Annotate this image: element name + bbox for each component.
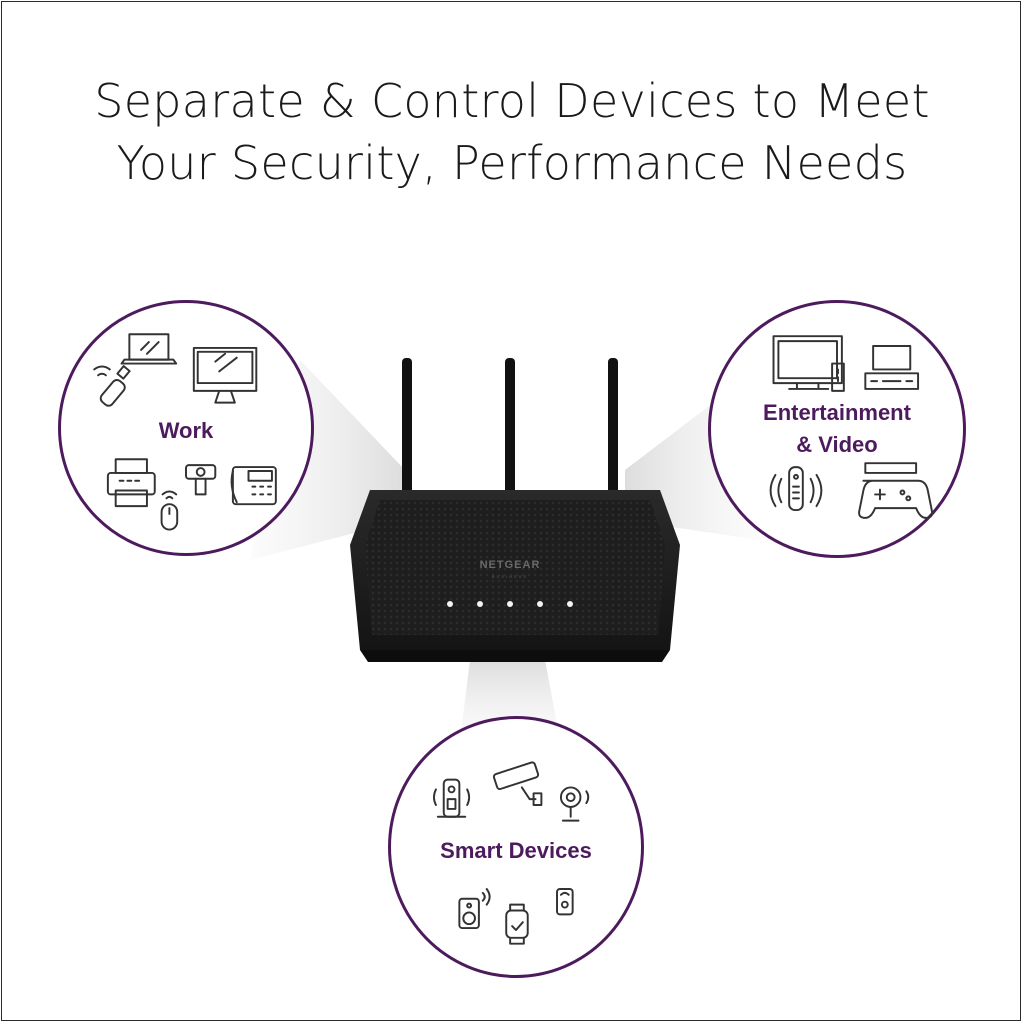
entertainment-label-line-1: Entertainment [763, 400, 911, 425]
router-brand: NETGEAR [480, 559, 541, 571]
game-console-icon [858, 462, 934, 519]
printer-icon [106, 458, 156, 508]
smart-speaker-icon [458, 888, 491, 930]
work-group-circle: Work [58, 300, 314, 556]
headline-line-1: Separate & Control Devices to Meet [94, 74, 930, 128]
wifi-usb-adapter-icon [93, 365, 131, 407]
entertainment-label-line-2: & Video [796, 432, 878, 457]
smart-camera-icon [559, 786, 590, 822]
smart-devices-label: Smart Devices [440, 838, 592, 863]
media-center-icon [864, 345, 920, 390]
smart-doorbell-icon [432, 778, 471, 818]
router-leds [447, 601, 573, 607]
headline-line-2: Your Security, Performance Needs [116, 136, 908, 190]
webcam-icon [185, 464, 217, 496]
work-label: Work [158, 418, 214, 443]
router-image: NETGEAR BUSINESS [350, 358, 680, 662]
smartwatch-icon [505, 903, 529, 945]
smart-devices-group-circle: Smart Devices [388, 716, 644, 978]
router-sub-brand: BUSINESS [492, 574, 528, 579]
entertainment-group-circle: Entertainment & Video [708, 300, 966, 558]
wireless-mouse-icon [160, 490, 179, 531]
smart-plug-icon [556, 888, 574, 916]
router-antennas [402, 358, 618, 498]
security-camera-icon [492, 761, 543, 806]
desk-phone-icon [230, 466, 277, 506]
remote-control-icon [769, 466, 823, 512]
tv-with-box-icon [772, 335, 845, 392]
headline: Separate & Control Devices to Meet Your … [0, 70, 1024, 194]
laptop-icon [120, 333, 178, 365]
desktop-monitor-icon [192, 346, 258, 404]
